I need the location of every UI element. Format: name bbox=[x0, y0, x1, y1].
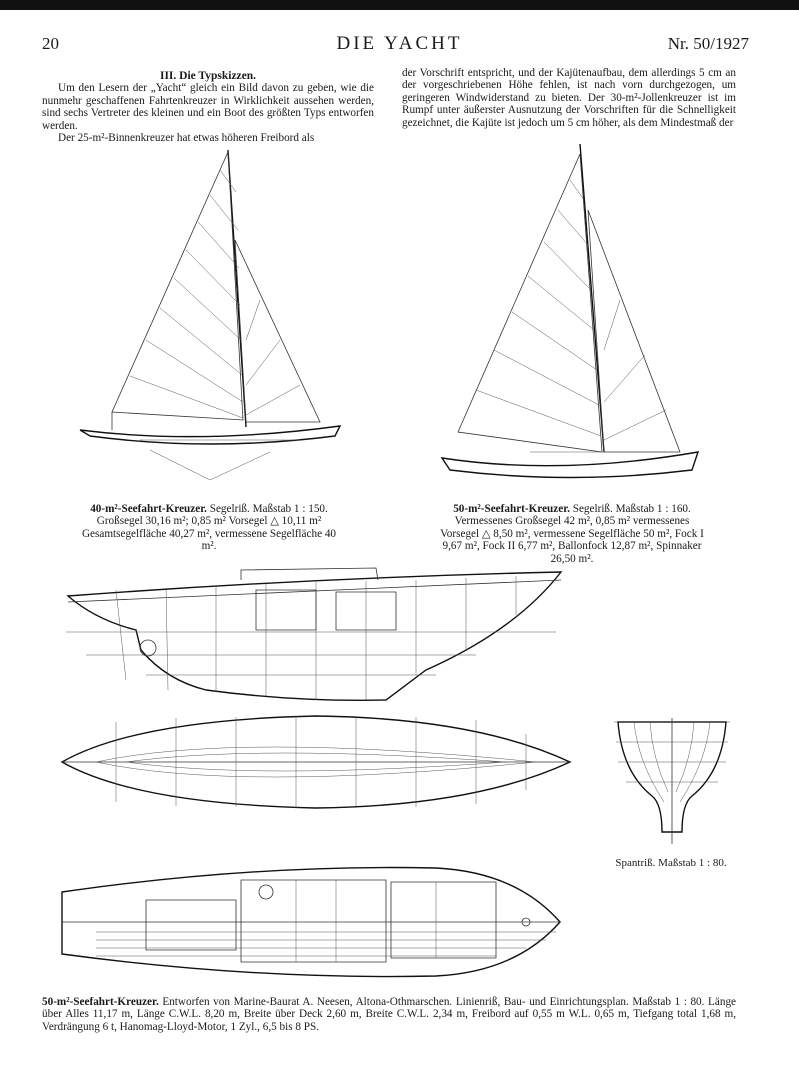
caption-construction-plan: 50-m²-Seefahrt-Kreuzer. Entworfen von Ma… bbox=[42, 996, 736, 1033]
caption-section-plan: Spantriß. Maßstab 1 : 80. bbox=[615, 857, 727, 869]
magazine-title: DIE YACHT bbox=[336, 33, 463, 54]
paragraph: der Vorschrift entspricht, und der Kajüt… bbox=[402, 67, 736, 129]
section-heading: III. Die Typskizzen. bbox=[159, 70, 257, 82]
caption-sail-plan-40: 40-m²-Seefahrt-Kreuzer. Segelriß. Maßsta… bbox=[78, 503, 340, 553]
caption-text: Entworfen von Marine-Baurat A. Neesen, A… bbox=[42, 996, 737, 1033]
half-breadth-plan-drawing bbox=[60, 715, 572, 809]
body-section-drawing bbox=[614, 718, 730, 844]
page-number: 20 bbox=[42, 34, 59, 53]
issue-number: Nr. 50/1927 bbox=[667, 34, 749, 53]
caption-title: 50-m²-Seefahrt-Kreuzer. bbox=[42, 996, 159, 1008]
paragraph: Der 25-m²-Binnenkreuzer hat etwas höhere… bbox=[58, 132, 315, 145]
article-column-left: III. Die Typskizzen. Um den Lesern der „… bbox=[42, 70, 374, 144]
sail-plan-40-drawing bbox=[79, 149, 342, 481]
caption-title: 50-m²-Seefahrt-Kreuzer. bbox=[453, 503, 570, 515]
caption-text: Segelriß. Maßstab 1 : 160. Vermessenes G… bbox=[440, 503, 704, 565]
deck-plan-drawing bbox=[61, 866, 561, 978]
caption-title: 40-m²-Seefahrt-Kreuzer. bbox=[90, 503, 207, 515]
hull-profile-drawing bbox=[66, 567, 563, 701]
caption-text: Segelriß. Maßstab 1 : 150. Großsegel 30,… bbox=[81, 503, 337, 553]
caption-sail-plan-50: 50-m²-Seefahrt-Kreuzer. Segelriß. Maßsta… bbox=[436, 503, 708, 565]
sail-plan-50-drawing bbox=[440, 143, 700, 479]
article-column-right: der Vorschrift entspricht, und der Kajüt… bbox=[402, 67, 736, 129]
page-top-border bbox=[0, 0, 799, 10]
paragraph: Um den Lesern der „Yacht“ gleich ein Bil… bbox=[42, 82, 374, 132]
